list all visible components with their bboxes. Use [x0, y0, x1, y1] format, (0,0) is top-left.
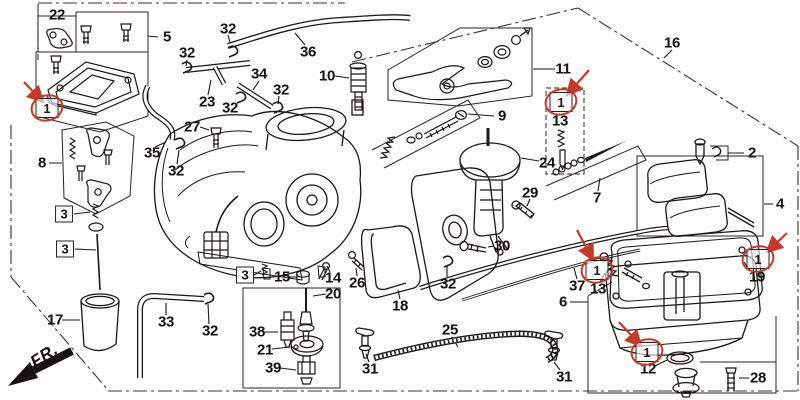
- part-number-callout: 17: [46, 311, 64, 329]
- boxed-part-callout: 3: [236, 266, 254, 284]
- highlighted-part-marker: 1: [578, 254, 616, 286]
- group-boundary-lines: [10, 2, 799, 392]
- part-number-callout: 32: [201, 322, 219, 340]
- part-number-callout: 34: [250, 65, 268, 83]
- part-number-callout: 22: [48, 6, 66, 24]
- bolt-27-drawing: [210, 127, 222, 148]
- part-number-callout: 30: [493, 237, 511, 255]
- part-number-callout: 32: [272, 81, 290, 99]
- carburetor-body-drawing: [153, 99, 364, 281]
- part-number-callout: 11: [555, 60, 571, 78]
- part-number-callout: 15: [273, 268, 291, 286]
- part-number-callout: 13: [551, 112, 569, 130]
- part-number-callout: 14: [324, 269, 342, 287]
- boxed-part-callout: 1: [549, 92, 573, 112]
- screw-set-9-drawing: [379, 109, 468, 159]
- hose-clip-drawing: [174, 45, 454, 305]
- part-number-callout: 32: [219, 20, 237, 38]
- part-number-callout: 31: [361, 360, 379, 378]
- part-number-callout: 10: [318, 67, 336, 85]
- part-number-callout: 37: [568, 277, 586, 295]
- part-number-callout: 23: [198, 93, 216, 111]
- part-number-callout: 13: [589, 280, 607, 298]
- red-circle-annotation: [542, 86, 580, 118]
- part-number-callout: 2: [747, 144, 757, 162]
- jet-group-drawing: [260, 251, 365, 385]
- boxed-part-callout: 1: [746, 249, 770, 269]
- linkage-group-drawing: [68, 127, 113, 232]
- drain-screw-drawing: [355, 327, 564, 361]
- stop-screw-13-drawing: [556, 129, 566, 171]
- part-number-callout: 21: [256, 341, 274, 359]
- part-number-callout: 32: [167, 162, 185, 180]
- part-number-callout: 27: [183, 118, 201, 136]
- part-number-callout: 19: [748, 268, 766, 286]
- overflow-cup-drawing: [80, 293, 120, 352]
- part-number-callout: 32: [178, 44, 196, 62]
- part-number-callout: 20: [324, 285, 342, 303]
- float-bowl-drawing: [599, 230, 763, 398]
- red-circle-annotation: [578, 254, 616, 286]
- fuel-joint-drawing: [349, 50, 367, 111]
- part-number-callout: 36: [299, 43, 317, 61]
- part-number-callout: 7: [592, 189, 602, 207]
- hoses: [96, 14, 669, 378]
- red-circle-annotation: [28, 92, 66, 124]
- part-number-callout: 26: [348, 274, 366, 292]
- red-circle-annotation: [739, 243, 777, 275]
- part-number-callout: 8: [37, 154, 47, 172]
- fr-direction-arrow: [8, 347, 74, 386]
- part-number-callout: 24: [538, 154, 556, 172]
- part-number-callout: 25: [441, 321, 459, 339]
- chamber-cover-drawing: [360, 167, 499, 301]
- boxed-part-callout: 1: [585, 260, 609, 280]
- highlighted-part-marker: 1: [628, 336, 666, 368]
- part-number-callout: 28: [749, 369, 767, 387]
- part-number-callout: 12: [639, 360, 657, 378]
- connector-drawing: [203, 195, 239, 259]
- part-number-callout: 9: [497, 107, 507, 125]
- highlight-arrows: [23, 69, 788, 348]
- part-number-callout: 18: [391, 297, 409, 315]
- part-number-callout: 33: [157, 313, 175, 331]
- highlighted-part-marker: 1: [739, 243, 777, 275]
- highlighted-part-marker: 1: [542, 86, 580, 118]
- part-number-callout: 31: [555, 368, 573, 386]
- red-circle-annotation: [628, 336, 666, 368]
- float-drawing: [647, 138, 755, 237]
- boxed-part-callout: 3: [56, 240, 74, 258]
- dashed-box-13: [545, 87, 585, 175]
- part-number-callout: 32: [221, 99, 239, 117]
- part-number-callout: 38: [248, 323, 266, 341]
- group-boxes: [35, 11, 777, 394]
- part-number-callout: 39: [264, 359, 282, 377]
- part-number-callout: 6: [558, 293, 568, 311]
- part-number-callout: 5: [162, 28, 172, 46]
- part-number-callout: 16: [663, 34, 681, 52]
- part-number-callout: 32: [439, 275, 457, 293]
- choke-lever-drawing: [392, 27, 531, 101]
- needle-set-7-drawing: [552, 141, 626, 176]
- part-number-callout: 29: [521, 184, 539, 202]
- vacuum-chamber-drawing: [459, 128, 535, 256]
- part-number-callout: 4: [775, 195, 785, 213]
- boxed-part-callout: 3: [55, 205, 73, 223]
- highlighted-part-marker: 1: [28, 92, 66, 124]
- part-number-callout: 35: [143, 144, 161, 162]
